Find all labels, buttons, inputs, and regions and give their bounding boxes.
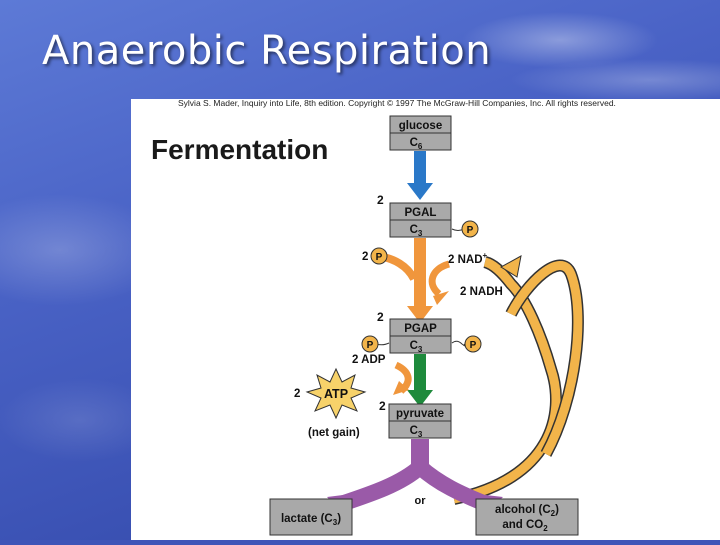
pgap-count: 2 <box>377 310 384 324</box>
pgap-box: PGAP C3 <box>389 318 452 354</box>
fermentation-heading: Fermentation <box>151 134 328 165</box>
nadh-label: 2 NADH <box>460 286 503 298</box>
nad-recycle-loop <box>452 255 584 505</box>
glucose-label: glucose <box>399 120 442 132</box>
fermentation-figure: Sylvia S. Mader, Inquiry into Life, 8th … <box>131 98 720 540</box>
atp-label: ATP <box>324 387 348 401</box>
alcohol-box: alcohol (C2) and CO2 <box>475 498 579 536</box>
pgap-carbon: C3 <box>410 340 423 354</box>
pgal-box: PGAL C3 <box>389 202 452 238</box>
nad-reduction-arrowhead <box>433 291 449 305</box>
pgap-left-phosphate: P <box>361 335 379 353</box>
slide-title: Anaerobic Respiration <box>42 28 492 74</box>
lactate-label: lactate (C3) <box>281 513 341 527</box>
pyruvate-count: 2 <box>379 399 386 413</box>
svg-text:P: P <box>470 340 477 351</box>
phosphate-input-count: 2 <box>362 251 368 263</box>
lactate-box: lactate (C3) <box>269 498 353 536</box>
atp-burst: ATP <box>305 367 367 420</box>
pgap-to-pyruvate-arrow <box>407 354 433 407</box>
pgal-phosphate: P <box>461 220 479 238</box>
pgal-to-pgap-arrow <box>382 238 433 323</box>
atp-net-gain: (net gain) <box>308 427 360 439</box>
svg-text:P: P <box>367 340 374 351</box>
branch-or-label: or <box>415 495 427 507</box>
nad-label: 2 NAD+ <box>448 251 488 266</box>
pgal-label: PGAL <box>405 207 437 219</box>
pgal-carbon: C3 <box>410 224 423 238</box>
pyruvate-box: pyruvate C3 <box>388 403 452 439</box>
pgap-right-bond <box>451 340 466 347</box>
pgap-label: PGAP <box>404 323 437 335</box>
svg-text:P: P <box>376 252 383 263</box>
pgal-count: 2 <box>377 193 384 207</box>
adp-label: 2 ADP <box>352 354 386 366</box>
adp-to-atp-arrowhead <box>393 381 409 395</box>
svg-text:P: P <box>467 225 474 236</box>
pyruvate-carbon: C3 <box>410 425 423 439</box>
glucose-carbon: C6 <box>410 137 423 151</box>
nad-reduction-arrow <box>428 260 451 297</box>
copyright-credit: Sylvia S. Mader, Inquiry into Life, 8th … <box>178 99 616 108</box>
pyruvate-label: pyruvate <box>396 408 444 420</box>
glucose-to-pgal-arrow <box>407 151 433 200</box>
co2-label: and CO2 <box>502 519 548 533</box>
glucose-box: glucose C6 <box>389 115 452 151</box>
fermentation-diagram: Sylvia S. Mader, Inquiry into Life, 8th … <box>151 98 616 536</box>
phosphate-input: P <box>370 247 388 265</box>
alcohol-label: alcohol (C2) <box>495 504 559 518</box>
atp-count: 2 <box>294 388 300 400</box>
pgap-right-phosphate: P <box>464 335 482 353</box>
